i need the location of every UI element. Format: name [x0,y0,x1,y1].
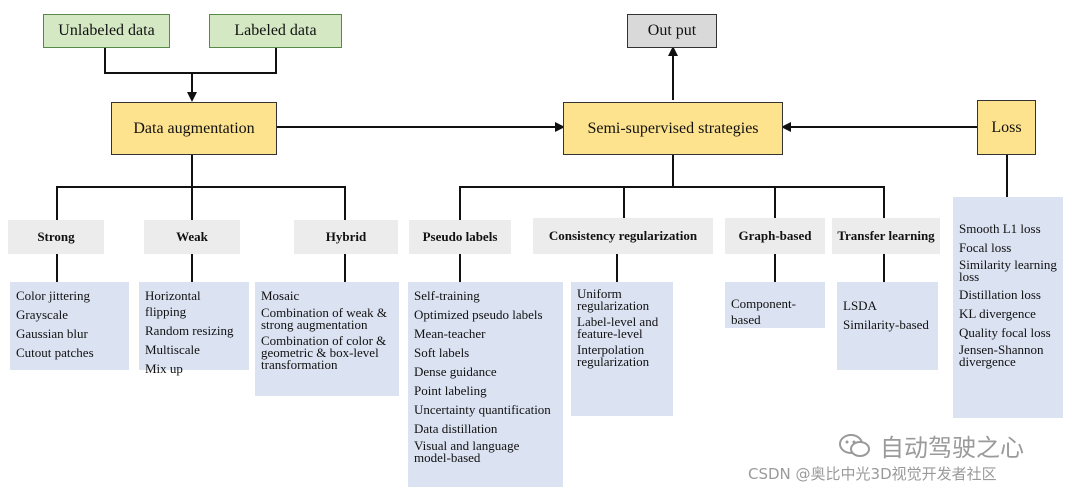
wechat-icon [838,433,872,459]
category-weak: Weak [144,220,240,254]
leaf-item: Mean-teacher [414,326,486,341]
leaf-item: Optimized pseudo labels [414,307,543,322]
leaf-transfer-learning: LSDA Similarity-based [837,282,938,370]
leaf-item: Multiscale [145,342,200,357]
loss-box: Loss [977,100,1036,155]
connector-line [459,254,461,282]
connector-line [104,72,277,74]
leaf-item: Uncertainty quantification [414,402,551,417]
leaf-item: Visual and language model-based [414,438,520,465]
leaf-item: Mix up [145,361,183,376]
category-consistency-regularization: Consistency regularization [533,218,713,254]
watermark-brand-text: 自动驾驶之心 [880,434,1024,462]
connector-line [459,186,461,220]
connector-line [56,186,346,188]
leaf-item: Random resizing [145,323,234,338]
connector-line [774,186,776,220]
leaf-item: Interpolation regularization [577,342,650,369]
connector-line [616,254,618,282]
leaf-item: Gaussian blur [16,326,88,341]
connector-line [1006,155,1008,197]
connector-line [344,186,346,220]
data-augmentation-box: Data augmentation [111,102,277,155]
connector-line [672,155,674,187]
category-transfer-learning: Transfer learning [832,218,940,254]
unlabeled-data-box: Unlabeled data [43,14,170,48]
leaf-item: Point labeling [414,383,487,398]
leaf-item: LSDA [843,298,877,313]
leaf-item: Data distillation [414,421,498,436]
leaf-pseudo-labels: Self-training Optimized pseudo labels Me… [408,282,563,487]
connector-line [191,254,193,282]
leaf-item: Focal loss [959,240,1012,255]
leaf-item: Mosaic [261,288,300,303]
leaf-consistency-regularization: Uniform regularization Label-level and f… [571,282,673,416]
leaf-item: Self-training [414,288,480,303]
leaf-weak: Horizontal flipping Random resizing Mult… [139,282,249,376]
leaf-item: Horizontal flipping [145,288,201,319]
connector-line [459,186,885,188]
watermark-csdn: CSDN @奥比中光3D视觉开发者社区 [748,465,997,483]
connector-line [56,186,58,220]
category-pseudo-labels: Pseudo labels [409,220,511,254]
leaf-item: Similarity-based [843,317,929,332]
leaf-item: Grayscale [16,307,68,322]
leaf-item: Cutout patches [16,345,94,360]
category-strong: Strong [8,220,104,254]
connector-line [56,254,58,282]
category-graph-based: Graph-based [725,218,825,254]
connector-line [191,155,193,187]
watermark-brand: 自动驾驶之心 [838,428,1024,463]
connector-line [191,72,193,92]
output-box: Out put [627,14,717,48]
leaf-strong: Color jittering Grayscale Gaussian blur … [10,282,129,370]
leaf-item: Soft labels [414,345,470,360]
leaf-item: Component-based [731,296,796,327]
connector-line [883,186,885,220]
connector-line [191,186,193,220]
connector-line [104,48,106,74]
connector-line [774,254,776,282]
leaf-item: Smooth L1 loss [959,221,1041,236]
leaf-item: Quality focal loss [959,325,1051,340]
leaf-item: Dense guidance [414,364,497,379]
semi-supervised-strategies-box: Semi-supervised strategies [563,102,783,155]
leaf-item: Uniform regularization [577,286,650,313]
connector-line [623,186,625,220]
leaf-item: Combination of weak & strong augmentatio… [261,305,388,332]
labeled-data-box: Labeled data [209,14,342,48]
connector-line [883,254,885,282]
leaf-item: Jensen-Shannon divergence [959,342,1044,369]
connector-line [344,254,346,282]
connector-line [275,48,277,74]
leaf-item: KL divergence [959,306,1036,321]
leaf-item: Similarity learning loss [959,257,1057,284]
leaf-graph-based: Component-based [725,282,825,328]
leaf-item: Label-level and feature-level [577,314,659,341]
leaf-item: Distillation loss [959,287,1041,302]
leaf-loss: Smooth L1 loss Focal loss Similarity lea… [953,197,1063,418]
leaf-hybrid: Mosaic Combination of weak & strong augm… [255,282,399,396]
category-hybrid: Hybrid [294,220,398,254]
leaf-item: Combination of color & geometric & box-l… [261,333,387,372]
leaf-item: Color jittering [16,288,91,303]
